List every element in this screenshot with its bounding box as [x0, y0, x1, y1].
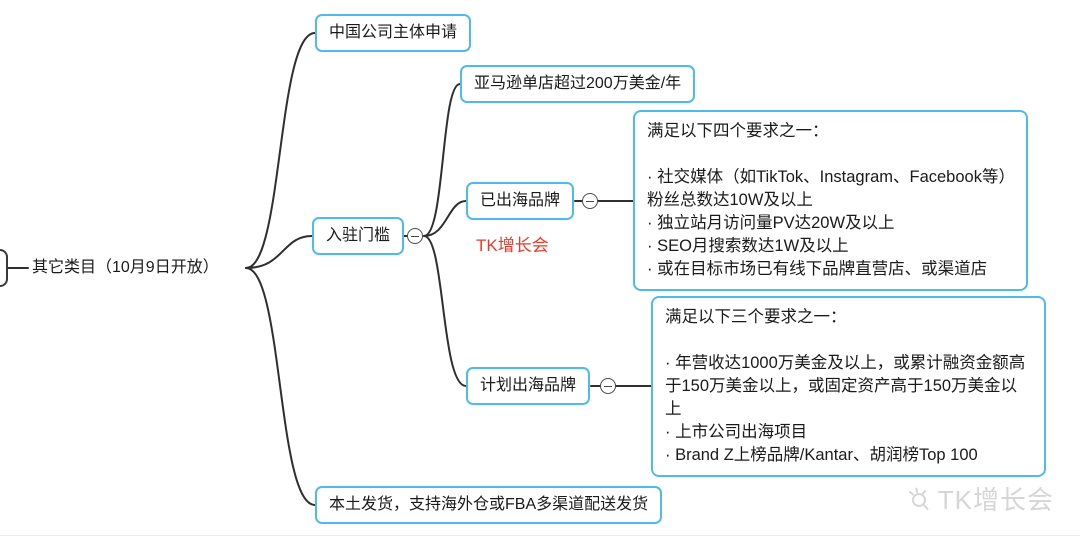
- collapse-minus-icon[interactable]: [407, 228, 423, 244]
- connector-other-to-entry-threshold: [245, 235, 313, 269]
- requirement-item: · 年营收达1000万美金及以上，或累计融资金额高于150万美金以上，或固定资产…: [665, 354, 1026, 418]
- collapse-minus-icon[interactable]: [600, 378, 616, 394]
- node-established-brand[interactable]: 已出海品牌: [466, 182, 575, 220]
- minus-glyph: [604, 385, 612, 387]
- requirement-item: · Brand Z上榜品牌/Kantar、胡润榜Top 100: [665, 446, 978, 464]
- connector-other-to-local-shipping: [245, 267, 316, 506]
- node-amazon-store[interactable]: 亚马逊单店超过200万美金/年: [460, 65, 696, 103]
- magnifier-icon: [906, 485, 934, 513]
- node-established-requirements[interactable]: 满足以下四个要求之一： · 社交媒体（如TikTok、Instagram、Fac…: [633, 110, 1028, 291]
- minus-glyph: [586, 200, 594, 202]
- node-china-company[interactable]: 中国公司主体申请: [315, 14, 472, 52]
- minus-glyph: [411, 235, 419, 237]
- root-node-stub[interactable]: [0, 249, 8, 287]
- connector-threshold-to-established: [423, 200, 467, 237]
- corner-watermark: TK增长会: [906, 480, 1054, 517]
- node-planned-requirements[interactable]: 满足以下三个要求之一： · 年营收达1000万美金及以上，或累计融资金额高于15…: [651, 296, 1046, 477]
- page-bottom-edge: [0, 535, 1080, 536]
- node-local-shipping[interactable]: 本土发货，支持海外仓或FBA多渠道配送发货: [315, 486, 663, 524]
- blank-line: [665, 329, 1032, 352]
- requirement-item: · 上市公司出海项目: [665, 423, 808, 441]
- collapse-minus-icon[interactable]: [582, 193, 598, 209]
- requirement-item: · 或在目标市场已有线下品牌直营店、或渠道店: [647, 260, 988, 278]
- connector-threshold-to-planned: [423, 235, 467, 387]
- corner-watermark-text: TK增长会: [937, 485, 1054, 515]
- requirements-title: 满足以下三个要求之一：: [665, 308, 847, 326]
- inline-watermark-text: TK增长会: [476, 236, 549, 255]
- connector-threshold-to-amazon: [423, 83, 461, 237]
- requirement-item: · SEO月搜索数达1W及以上: [647, 237, 849, 255]
- requirements-title: 满足以下四个要求之一：: [647, 122, 829, 140]
- blank-line: [647, 143, 1014, 166]
- node-entry-threshold[interactable]: 入驻门槛: [312, 217, 405, 255]
- requirement-item: · 独立站月访问量PV达20W及以上: [647, 214, 895, 232]
- requirement-item: · 社交媒体（如TikTok、Instagram、Facebook等）粉丝总数达…: [647, 168, 1007, 209]
- node-planned-brand[interactable]: 计划出海品牌: [466, 367, 591, 405]
- node-other-category[interactable]: 其它类目（10月9日开放）: [30, 258, 221, 278]
- connector-other-to-china-company: [245, 32, 316, 269]
